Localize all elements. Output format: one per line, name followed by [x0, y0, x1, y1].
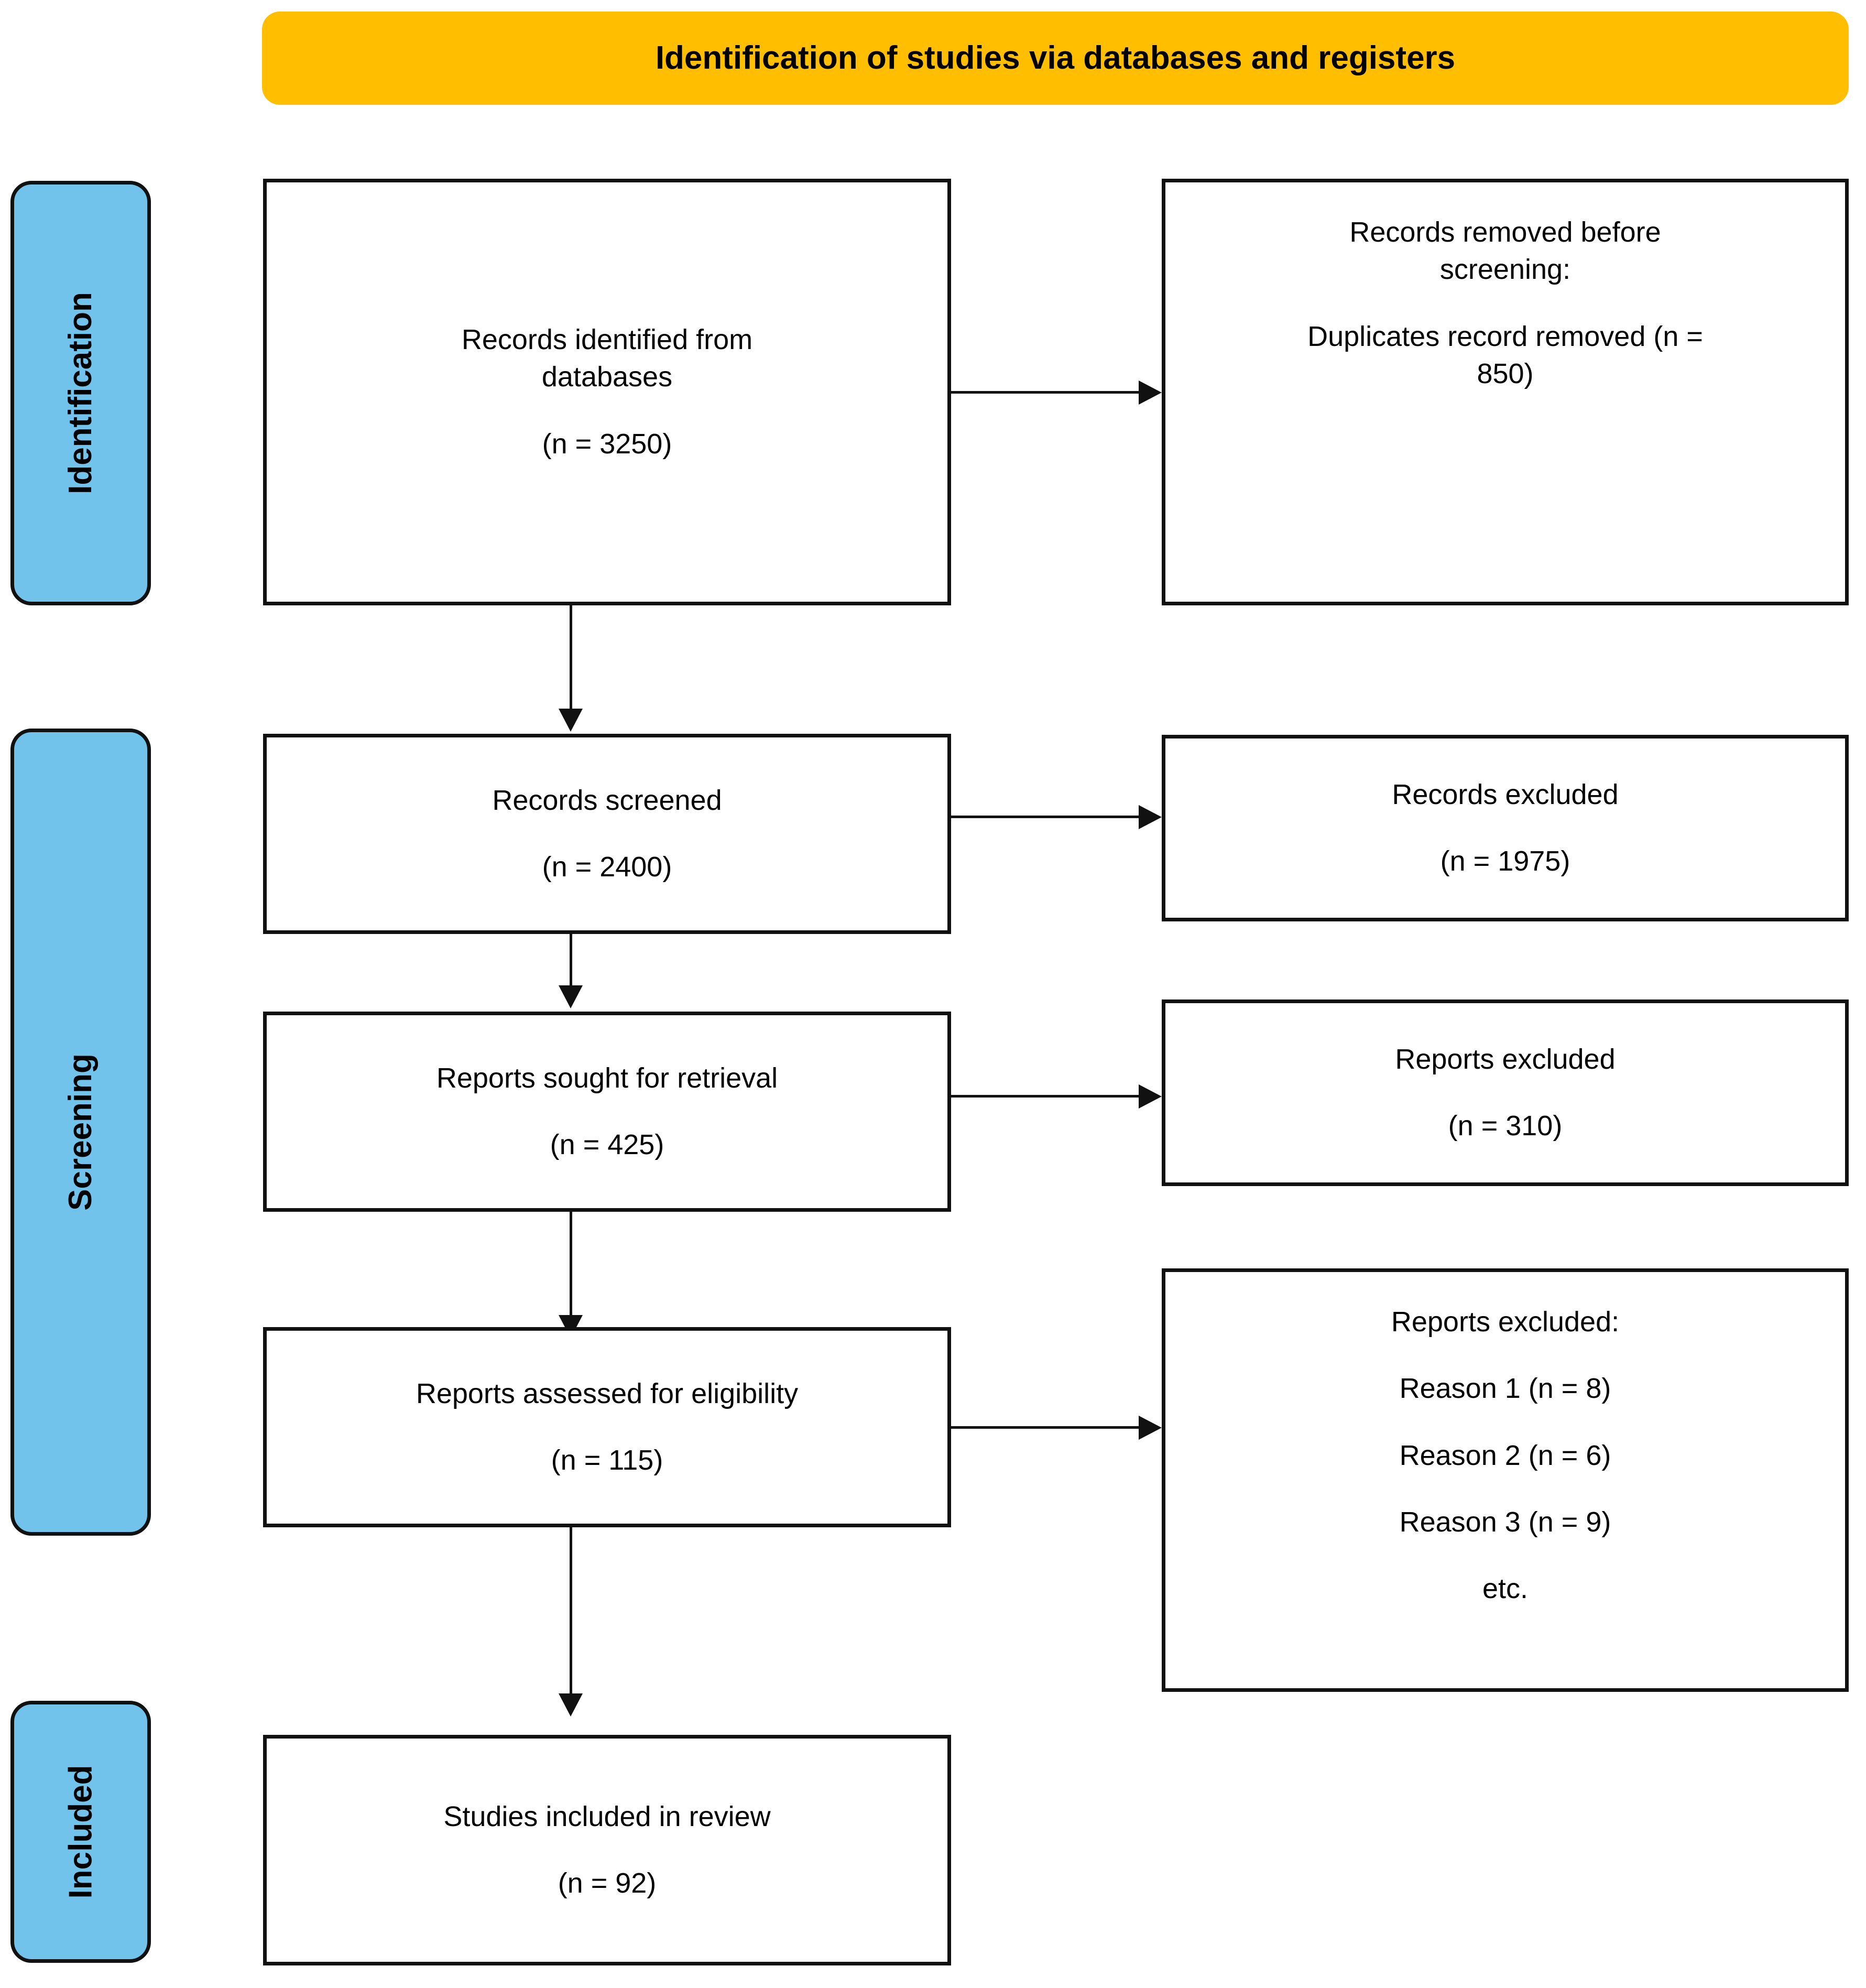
node-records-removed-line2: screening:: [1439, 254, 1571, 286]
connector-identified-to-screened: [570, 605, 572, 710]
node-reports-excluded-reason-1: Reason 1 (n = 8): [1399, 1373, 1611, 1405]
stage-screening-text: Screening: [62, 1053, 99, 1211]
node-reports-excluded-etc: etc.: [1482, 1573, 1529, 1605]
node-records-removed-line4: 850): [1477, 357, 1534, 389]
node-reports-assessed: Reports assessed for eligibility (n = 11…: [263, 1327, 951, 1527]
node-records-identified-count: (n = 3250): [542, 428, 672, 460]
node-reports-excluded: Reports excluded (n = 310): [1162, 1000, 1849, 1186]
connector-assessed-to-excluded-reasons: [951, 1426, 1139, 1429]
node-reports-excluded-count: (n = 310): [1448, 1110, 1563, 1142]
node-reports-excluded-reasons-heading: Reports excluded:: [1391, 1306, 1620, 1338]
arrowhead-assessed-to-included: [559, 1693, 583, 1717]
node-reports-sought-line1: Reports sought for retrieval: [436, 1062, 778, 1094]
node-records-excluded-line1: Records excluded: [1392, 778, 1619, 810]
page-title: Identification of studies via databases …: [655, 39, 1456, 76]
node-records-removed-line3: Duplicates record removed (n =: [1307, 320, 1703, 352]
node-records-screened: Records screened (n = 2400): [263, 734, 951, 934]
node-studies-included-count: (n = 92): [558, 1867, 657, 1899]
node-reports-assessed-line1: Reports assessed for eligibility: [416, 1377, 799, 1409]
connector-sought-to-assessed: [570, 1212, 572, 1317]
stage-label-included: Included: [10, 1701, 151, 1963]
connector-sought-to-excluded: [951, 1095, 1139, 1098]
arrowhead-identified-to-screened: [559, 709, 583, 732]
node-records-excluded-count: (n = 1975): [1440, 845, 1570, 877]
arrowhead-sought-to-excluded: [1139, 1084, 1162, 1109]
stage-identification-text: Identification: [62, 292, 99, 494]
node-studies-included-line1: Studies included in review: [443, 1800, 771, 1832]
connector-identified-to-removed: [951, 391, 1139, 394]
node-records-identified-line2: databases: [541, 361, 673, 393]
node-reports-excluded-reasons: Reports excluded: Reason 1 (n = 8) Reaso…: [1162, 1268, 1849, 1692]
node-reports-excluded-reason-2: Reason 2 (n = 6): [1399, 1439, 1611, 1471]
node-records-identified-line1: Records identified from: [461, 324, 753, 356]
diagram-header-banner: Identification of studies via databases …: [262, 12, 1849, 105]
node-records-identified: Records identified from databases (n = 3…: [263, 179, 951, 605]
node-records-screened-line1: Records screened: [492, 784, 722, 816]
arrowhead-assessed-to-excluded-reasons: [1139, 1416, 1162, 1440]
node-reports-sought: Reports sought for retrieval (n = 425): [263, 1012, 951, 1212]
stage-included-text: Included: [62, 1765, 99, 1899]
node-records-excluded: Records excluded (n = 1975): [1162, 735, 1849, 921]
node-reports-excluded-line1: Reports excluded: [1395, 1043, 1616, 1075]
node-reports-sought-count: (n = 425): [550, 1129, 664, 1160]
node-reports-assessed-count: (n = 115): [551, 1444, 663, 1476]
node-reports-excluded-reason-3: Reason 3 (n = 9): [1399, 1506, 1611, 1538]
arrowhead-identified-to-removed: [1139, 381, 1162, 405]
arrowhead-screened-to-sought: [559, 985, 583, 1008]
node-records-removed: Records removed before screening: Duplic…: [1162, 179, 1849, 605]
node-studies-included: Studies included in review (n = 92): [263, 1735, 951, 1965]
stage-label-screening: Screening: [10, 729, 151, 1536]
connector-screened-to-sought: [570, 934, 572, 986]
stage-label-identification: Identification: [10, 181, 151, 605]
arrowhead-screened-to-excluded: [1139, 805, 1162, 829]
connector-screened-to-excluded: [951, 816, 1139, 818]
node-records-removed-line1: Records removed before: [1349, 216, 1661, 248]
node-records-screened-count: (n = 2400): [542, 851, 672, 883]
connector-assessed-to-included: [570, 1527, 572, 1695]
